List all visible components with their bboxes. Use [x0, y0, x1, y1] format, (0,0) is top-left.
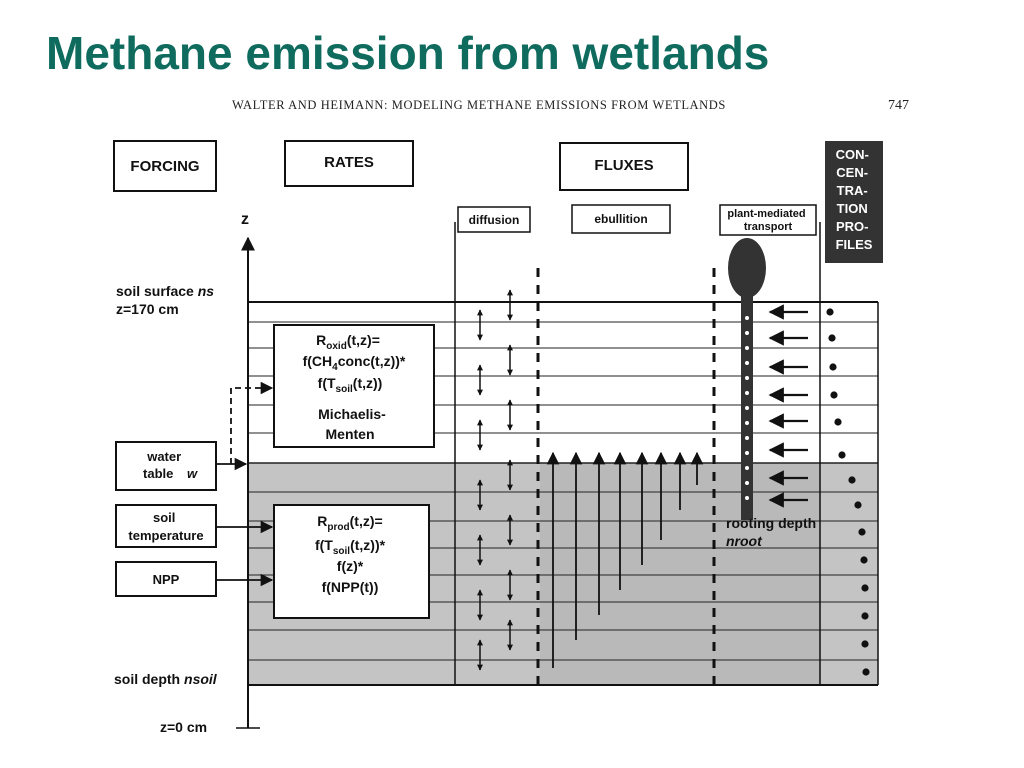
svg-text:soil temperature: soil temperature [128, 510, 203, 543]
plant-leaf [728, 238, 766, 298]
svg-text:Menten: Menten [326, 426, 375, 442]
rates-header: RATES [284, 140, 414, 187]
soil-depth-label: soil depth nsoil [114, 671, 218, 687]
concentration-dot [858, 528, 866, 536]
concentration-dot [854, 501, 862, 509]
bottom-depth-label: z=0 cm [160, 719, 207, 735]
concentration-dot [860, 556, 868, 564]
svg-text:Rprod(t,z)=: Rprod(t,z)= [317, 513, 382, 533]
ebullition-label-box: ebullition [571, 204, 671, 234]
concentration-dot [829, 363, 837, 371]
concentration-dot [830, 391, 838, 399]
concentration-profiles-header: CON- CEN- TRA- TION PRO- FILES [825, 141, 883, 263]
stem-pore [745, 391, 749, 395]
plant-stem-pores [745, 316, 749, 500]
soil-surface-label: soil surface ns [116, 283, 214, 299]
rooting-depth-symbol: nroot [726, 533, 763, 549]
stem-pore [745, 376, 749, 380]
concentration-profile-dots [826, 308, 870, 676]
stem-pore [745, 316, 749, 320]
svg-text:FORCING: FORCING [130, 158, 199, 175]
svg-text:f(Tsoil(t,z)): f(Tsoil(t,z)) [318, 375, 383, 395]
stem-pore [745, 481, 749, 485]
water-table-box: water table w [115, 441, 217, 491]
svg-text:RATES: RATES [324, 154, 374, 171]
stem-pore [745, 451, 749, 455]
stem-pore [745, 406, 749, 410]
stem-pore [745, 466, 749, 470]
rooting-depth-label: rooting depth [726, 515, 816, 531]
diffusion-arrows [477, 289, 513, 671]
oxidation-rate-box: Roxid(t,z)= f(CH4conc(t,z))* f(Tsoil(t,z… [273, 324, 435, 448]
page-number: 747 [888, 98, 909, 113]
concentration-dot [838, 451, 846, 459]
concentration-dot [861, 640, 869, 648]
slide-title: Methane emission from wetlands [46, 27, 770, 79]
concentration-dot [834, 418, 842, 426]
svg-text:f(CH4conc(t,z))*: f(CH4conc(t,z))* [303, 353, 406, 373]
stem-pore [745, 346, 749, 350]
concentration-dot [828, 334, 836, 342]
svg-text:CON- CEN- TRA-: CON- CEN- TRA- TION PRO- FILES [836, 147, 873, 252]
diffusion-label-box: diffusion [457, 206, 531, 233]
svg-text:FLUXES: FLUXES [594, 157, 653, 174]
water-table-to-oxidation-dashed [230, 381, 274, 464]
concentration-dot [826, 308, 834, 316]
svg-text:Roxid(t,z)=: Roxid(t,z)= [316, 332, 380, 352]
surface-depth-label: z=170 cm [116, 301, 179, 317]
ebullition-arrows [546, 451, 704, 668]
plant-transport-label-box: plant-mediated transport [719, 204, 817, 236]
fluxes-header: FLUXES [559, 142, 689, 191]
svg-text:ebullition: ebullition [594, 212, 647, 226]
plant-inflow-arrows [768, 304, 808, 508]
svg-text:Michaelis-: Michaelis- [318, 406, 386, 422]
stem-pore [745, 421, 749, 425]
stem-pore [745, 361, 749, 365]
svg-text:diffusion: diffusion [469, 213, 520, 227]
svg-text:f(NPP(t)): f(NPP(t)) [322, 579, 379, 595]
svg-text:NPP: NPP [153, 572, 180, 587]
stem-pore [745, 331, 749, 335]
production-rate-box: Rprod(t,z)= f(Tsoil(t,z))* f(z)* f(NPP(t… [273, 504, 430, 619]
svg-text:f(z)*: f(z)* [337, 558, 364, 574]
concentration-dot [861, 612, 869, 620]
z-axis-label: z [241, 211, 249, 228]
svg-text:f(Tsoil(t,z))*: f(Tsoil(t,z))* [315, 537, 386, 557]
svg-text:water table w: water table w [143, 449, 198, 481]
stem-pore [745, 496, 749, 500]
concentration-dot [848, 476, 856, 484]
npp-box: NPP [115, 561, 217, 597]
svg-text:plant-mediated transport: plant-mediated transport [727, 208, 808, 233]
page-header: WALTER AND HEIMANN: MODELING METHANE EMI… [232, 98, 726, 112]
soil-temperature-box: soil temperature [115, 504, 217, 548]
forcing-header: FORCING [113, 140, 217, 192]
concentration-dot [862, 668, 870, 676]
concentration-dot [861, 584, 869, 592]
stem-pore [745, 436, 749, 440]
